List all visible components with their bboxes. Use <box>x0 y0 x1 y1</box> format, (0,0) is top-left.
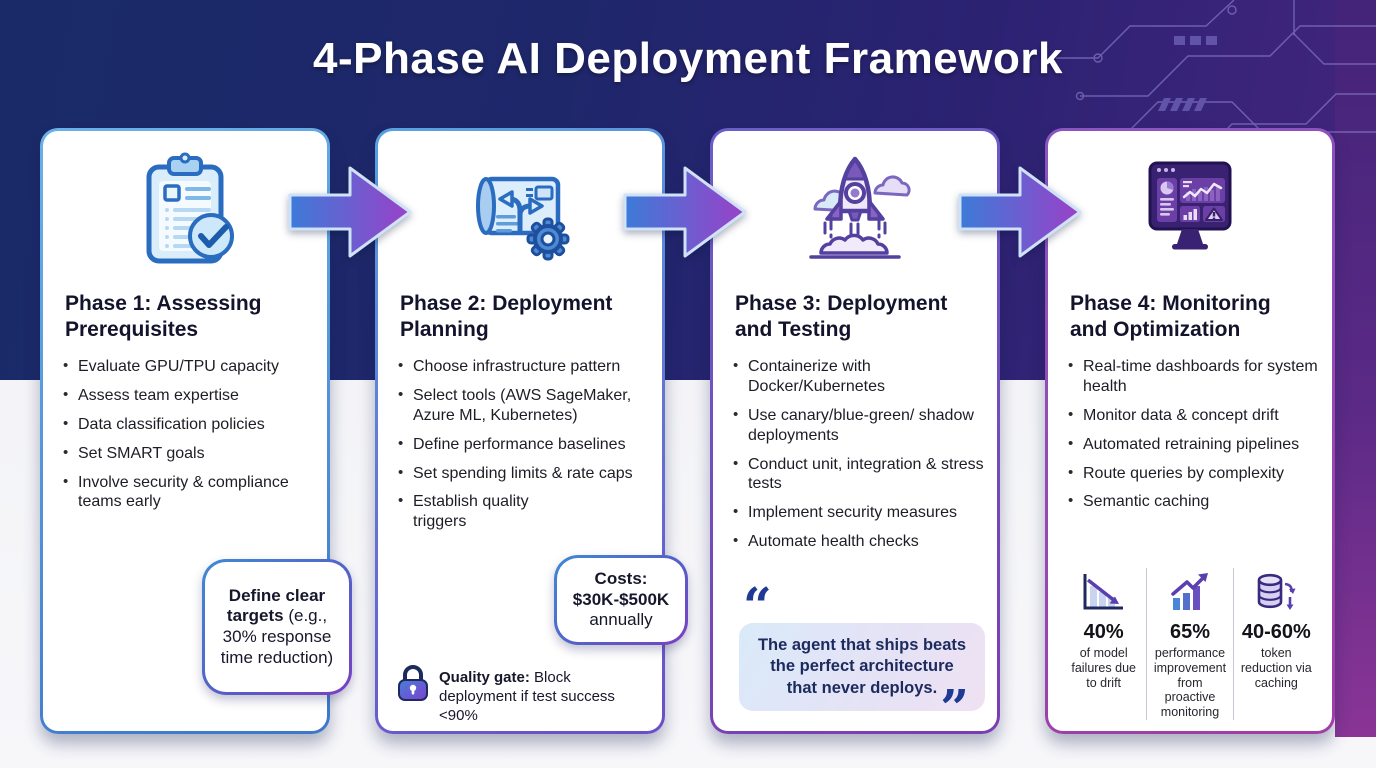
list-item: Choose infrastructure pattern <box>398 357 654 377</box>
list-item: Automated retraining pipelines <box>1068 435 1324 455</box>
phase-1-card: Phase 1: Assessing Prerequisites Evaluat… <box>40 128 352 734</box>
arrow-phase2-to-phase3-icon <box>623 166 747 258</box>
list-item: Semantic caching <box>1068 492 1324 512</box>
arrow-phase1-to-phase2-icon <box>288 166 412 258</box>
clipboard-checklist-icon <box>43 131 327 277</box>
lock-icon <box>398 665 428 706</box>
quality-gate-note: Quality gate: Block deployment if test s… <box>398 665 650 725</box>
stat-label: of model failures due to drift <box>1071 646 1136 690</box>
list-item: Assess team expertise <box>63 386 319 406</box>
list-item: Route queries by complexity <box>1068 464 1324 484</box>
declining-chart-icon <box>1081 568 1127 614</box>
phase-2-title: Phase 2: Deployment Planning <box>400 292 613 341</box>
rising-chart-icon <box>1167 568 1213 614</box>
phase-3-bullet-list: Containerize with Docker/Kubernetes Use … <box>733 357 989 552</box>
list-item: Automate health checks <box>733 532 989 552</box>
phase-4-title: Phase 4: Monitoring and Optimization <box>1070 292 1271 341</box>
phase-4-card: Phase 4: Monitoring and Optimization Rea… <box>1045 128 1335 734</box>
list-item: Real-time dashboards for system health <box>1068 357 1324 397</box>
list-item: Conduct unit, integration & stress tests <box>733 455 989 495</box>
phase-1-title: Phase 1: Assessing Prerequisites <box>65 292 262 341</box>
list-item: Evaluate GPU/TPU capacity <box>63 357 319 377</box>
stat-label: performance improvement from proactive m… <box>1153 646 1227 719</box>
phase-4-bullet-list: Real-time dashboards for system health M… <box>1068 357 1324 512</box>
open-quote-icon: “ <box>743 576 772 635</box>
stat-value: 40% <box>1083 621 1124 643</box>
list-item: Establish quality triggers <box>398 492 654 532</box>
phase-2-card: Phase 2: Deployment Planning Choose infr… <box>375 128 688 734</box>
stat-model-failures: 40% of model failures due to drift <box>1061 568 1146 720</box>
stat-value: 65% <box>1169 621 1210 643</box>
page-title: 4-Phase AI Deployment Framework <box>313 34 1063 83</box>
list-item: Select tools (AWS SageMaker, Azure ML, K… <box>398 386 654 426</box>
phase-2-bullet-list: Choose infrastructure pattern Select too… <box>398 357 654 532</box>
list-item: Data classification policies <box>63 415 319 435</box>
phase-3-card: Phase 3: Deployment and Testing Containe… <box>710 128 1000 734</box>
stat-value: 40-60% <box>1241 621 1311 643</box>
arrow-phase3-to-phase4-icon <box>958 166 1082 258</box>
phase-1-callout: Define clear targets (e.g., 30% response… <box>202 559 352 695</box>
phase-3-title: Phase 3: Deployment and Testing <box>735 292 948 341</box>
list-item: Define performance baselines <box>398 435 654 455</box>
right-accent-band <box>1335 0 1376 737</box>
phase-1-bullet-list: Evaluate GPU/TPU capacity Assess team ex… <box>63 357 319 512</box>
phase-2-cost-callout: Costs: $30K-$500K annually <box>554 555 688 645</box>
dashboard-monitor-icon <box>1048 131 1332 277</box>
rocket-launch-icon <box>713 131 997 277</box>
list-item: Containerize with Docker/Kubernetes <box>733 357 989 397</box>
stat-performance: 65% performance improvement from proacti… <box>1146 568 1232 720</box>
phase-4-stats: 40% of model failures due to drift 65% <box>1061 568 1319 720</box>
list-item: Monitor data & concept drift <box>1068 406 1324 426</box>
list-item: Involve security & compliance teams earl… <box>63 473 319 513</box>
blueprint-gear-icon <box>378 131 662 277</box>
list-item: Use canary/blue-green/ shadow deployment… <box>733 406 989 446</box>
list-item: Set spending limits & rate caps <box>398 464 654 484</box>
stat-token-reduction: 40-60% token reduction via caching <box>1232 568 1319 720</box>
list-item: Set SMART goals <box>63 444 319 464</box>
close-quote-icon: ” <box>940 678 969 737</box>
list-item: Implement security measures <box>733 503 989 523</box>
database-caching-icon <box>1253 568 1299 614</box>
phase-3-quote: The agent that ships beats the perfect a… <box>739 623 985 711</box>
stat-label: token reduction via caching <box>1240 646 1312 690</box>
